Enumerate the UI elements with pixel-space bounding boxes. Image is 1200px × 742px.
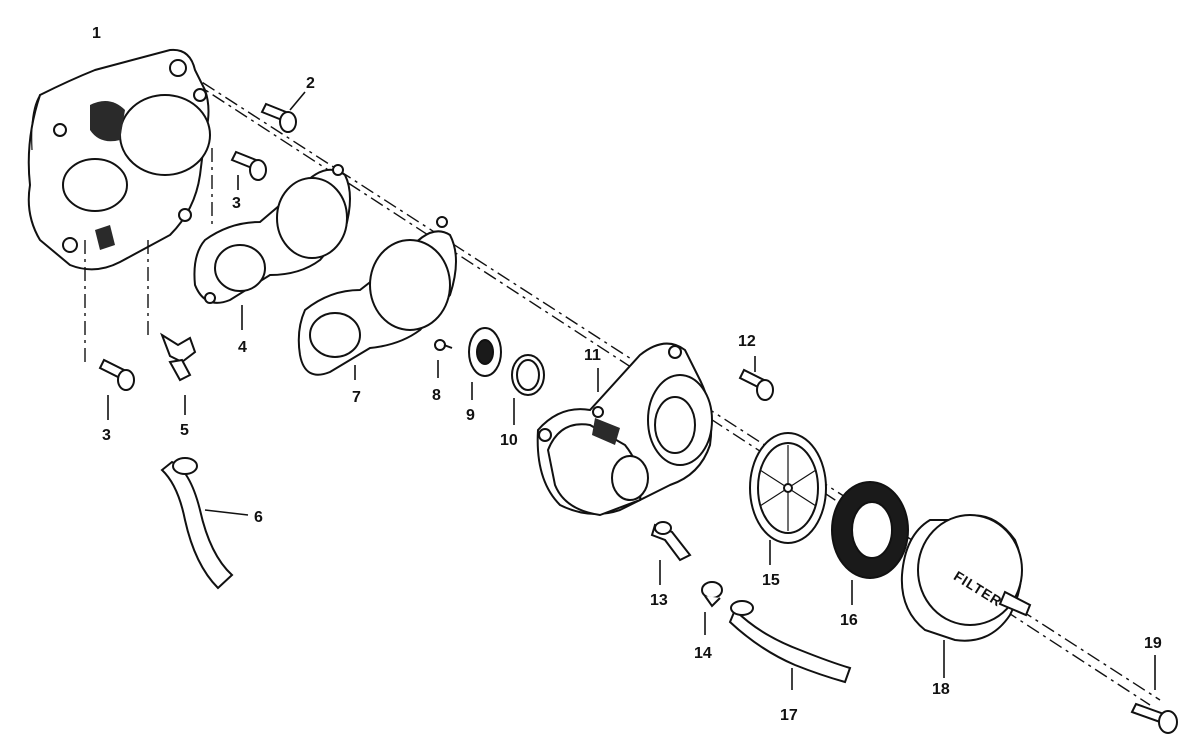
part-11-pump-housing	[536, 342, 713, 517]
callout-2: 2	[306, 75, 315, 92]
part-13-fitting	[650, 521, 692, 585]
part-5-elbow-fitting	[147, 240, 197, 415]
part-16-filter-gasket	[831, 481, 909, 605]
callout-9: 9	[466, 407, 475, 424]
callout-5: 5	[180, 422, 189, 439]
callout-17: 17	[780, 707, 798, 724]
callout-10: 10	[500, 432, 518, 449]
part-14-clip	[701, 581, 723, 635]
callout-7: 7	[352, 389, 361, 406]
part-6-hose	[160, 457, 249, 590]
part-7-diaphragm	[297, 216, 457, 380]
callout-14: 14	[694, 645, 712, 662]
part-18-filter-cover	[900, 514, 1032, 678]
callout-15: 15	[762, 572, 780, 589]
callout-18: 18	[932, 681, 950, 698]
callout-3-upper: 3	[232, 195, 241, 212]
part-1-pump-body	[27, 48, 211, 271]
part-3-screw-upper	[211, 148, 267, 225]
callout-13: 13	[650, 592, 668, 609]
callout-11: 11	[584, 347, 601, 364]
callout-3-lower: 3	[102, 427, 111, 444]
part-15-screen	[749, 432, 827, 565]
part-8-small-screw	[434, 339, 453, 378]
callout-8: 8	[432, 387, 441, 404]
part-3-screw-lower	[84, 240, 135, 420]
part-10-o-ring	[511, 354, 545, 425]
callout-16: 16	[840, 612, 858, 629]
callout-1: 1	[92, 25, 101, 42]
part-12-screw	[738, 356, 774, 401]
part-19-screw	[1130, 655, 1178, 734]
callout-19: 19	[1144, 635, 1162, 652]
part-4-gasket	[193, 164, 351, 330]
callout-6: 6	[254, 509, 263, 526]
part-2-screw	[260, 91, 306, 133]
part-17-hose	[728, 600, 852, 690]
callout-12: 12	[738, 333, 756, 350]
callout-4: 4	[238, 339, 247, 356]
part-9-valve	[468, 327, 502, 400]
